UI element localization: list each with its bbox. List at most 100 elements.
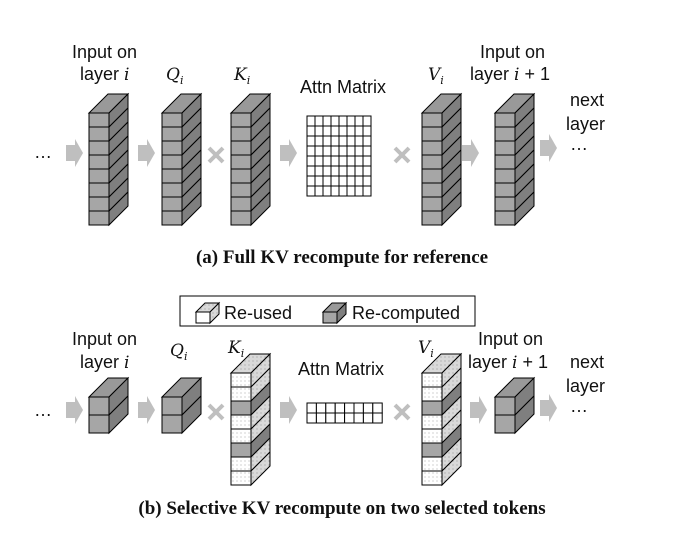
- ellipsis-right: …: [570, 134, 588, 154]
- recomputed-token-front: [494, 182, 516, 198]
- recomputed-token-front: [88, 154, 110, 170]
- attn-cell: [354, 115, 364, 127]
- attn-cell: [338, 135, 348, 147]
- panel-b: Input on layer i Qi Ki Attn Matrix Vi In…: [34, 329, 605, 519]
- q-stack: [160, 92, 203, 227]
- attn-cell: [314, 185, 324, 197]
- attn-cell: [314, 165, 324, 177]
- caption-a: (a) Full KV recompute for reference: [196, 247, 488, 268]
- recomputed-token-front: [161, 168, 183, 184]
- attn-cell: [338, 165, 348, 177]
- recomputed-token-front: [421, 112, 443, 128]
- recomputed-token-front: [421, 210, 443, 226]
- recomputed-token-front: [421, 154, 443, 170]
- recomputed-token-front: [161, 396, 183, 416]
- recomputed-token-side: [181, 190, 202, 227]
- recomputed-token-front: [421, 126, 443, 142]
- recomputed-token-front: [161, 112, 183, 128]
- q-label: Qi: [166, 65, 183, 87]
- attn-cell: [306, 165, 316, 177]
- attn-cell: [346, 135, 356, 147]
- multiply-icon: [207, 146, 225, 164]
- attn-cell: [306, 115, 316, 127]
- reused-token-front: [421, 456, 443, 472]
- recomputed-token-front: [88, 414, 110, 434]
- input-layer-label-line2: layer i: [80, 64, 129, 85]
- recomputed-token-front: [230, 168, 252, 184]
- input-selected-tokens-stack: [87, 376, 130, 435]
- reused-token-front: [230, 386, 252, 402]
- multiply-stroke: [207, 146, 225, 164]
- reused-token-front: [421, 372, 443, 388]
- attn-cell: [314, 175, 324, 187]
- legend-reused-label: Re-used: [224, 303, 292, 323]
- attn-cell: [354, 175, 364, 187]
- recomputed-token-front: [88, 140, 110, 156]
- recomputed-token-front: [88, 112, 110, 128]
- recomputed-token-side: [250, 190, 271, 227]
- attn-cell: [322, 135, 332, 147]
- arrow-icon: [280, 396, 297, 424]
- attn-cell: [330, 115, 340, 127]
- attn-cell: [354, 145, 364, 157]
- arrow-icon: [138, 139, 155, 167]
- attn-cell: [314, 125, 324, 137]
- reused-token-front: [230, 428, 252, 444]
- attn-cell: [354, 185, 364, 197]
- recomputed-token-front: [494, 196, 516, 212]
- recomputed-token-front: [230, 210, 252, 226]
- attn-cell: [338, 175, 348, 187]
- attn-cell: [346, 165, 356, 177]
- attn-cell: [346, 175, 356, 187]
- input-layer-label-line2: layer i: [80, 352, 129, 373]
- next-layer-label-line2: layer: [566, 376, 605, 396]
- recomputed-token-front: [421, 400, 443, 416]
- recomputed-token-side: [108, 394, 129, 435]
- multiply-icon: [393, 403, 411, 421]
- attn-cell: [314, 115, 324, 127]
- arrow-icon: [66, 396, 83, 424]
- attn-cell: [325, 402, 336, 414]
- attn-cell: [306, 185, 316, 197]
- attn-cell: [344, 402, 355, 414]
- v-label: Vi: [428, 65, 444, 87]
- recomputed-token-front: [494, 154, 516, 170]
- recomputed-token-front: [88, 196, 110, 212]
- attn-cell: [362, 125, 372, 137]
- attn-cell: [362, 155, 372, 167]
- q-selected-stack: [160, 376, 203, 435]
- attn-matrix-label: Attn Matrix: [300, 77, 386, 97]
- recomputed-token-front: [88, 210, 110, 226]
- attn-cell: [306, 145, 316, 157]
- ellipsis-left: …: [34, 400, 52, 420]
- attn-cell: [314, 155, 324, 167]
- k-label: Ki: [233, 65, 250, 87]
- input-layer-label-line1: Input on: [72, 42, 137, 62]
- attn-matrix-partial: [306, 402, 383, 424]
- recomputed-token-front: [230, 112, 252, 128]
- multiply-icon: [207, 403, 225, 421]
- recomputed-token-front: [230, 196, 252, 212]
- arrow-icon: [470, 396, 487, 424]
- recomputed-token-front: [421, 182, 443, 198]
- caption-b: (b) Selective KV recompute on two select…: [138, 498, 545, 519]
- reused-token-front: [230, 372, 252, 388]
- multiply-stroke: [393, 146, 411, 164]
- attn-cell: [322, 175, 332, 187]
- recomputed-token-front: [88, 396, 110, 416]
- recomputed-token-front: [421, 442, 443, 458]
- next-layer-label-line2: layer: [566, 114, 605, 134]
- arrow-icon: [66, 139, 83, 167]
- attn-cell: [306, 402, 317, 414]
- next-input-label-line2: layer i + 1: [468, 352, 548, 373]
- attn-cell: [362, 402, 374, 414]
- attn-cell: [330, 165, 340, 177]
- next-input-label-line1: Input on: [478, 329, 543, 349]
- recomputed-token-front: [494, 210, 516, 226]
- attn-cell: [322, 115, 332, 127]
- attn-cell: [372, 412, 383, 424]
- attn-cell: [330, 125, 340, 137]
- attn-cell: [362, 185, 372, 197]
- attn-cell: [314, 145, 324, 157]
- attn-cell: [338, 145, 348, 157]
